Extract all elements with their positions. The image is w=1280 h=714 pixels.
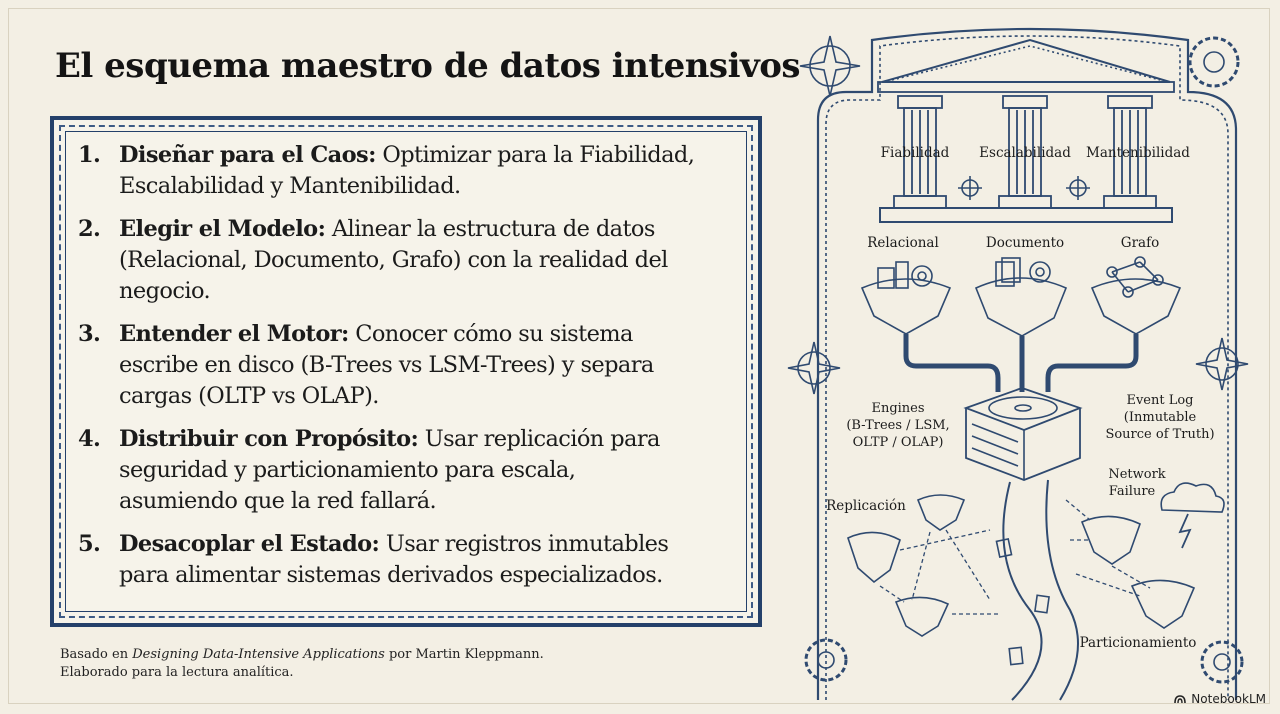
step-line: escribe en disco (B-Trees vs LSM-Trees) …: [119, 352, 654, 378]
step-item: 1. Diseñar para el Caos: Optimizar para …: [78, 140, 734, 202]
step-text: Desacoplar el Estado: Usar registros inm…: [119, 529, 669, 591]
step-term: Diseñar para el Caos:: [119, 142, 376, 168]
pillar-label: Mantenibilidad: [1086, 145, 1190, 161]
engines-label: OLTP / OLAP): [853, 435, 944, 450]
step-line: Usar replicación para: [424, 426, 661, 452]
step-item: 5. Desacoplar el Estado: Usar registros …: [78, 529, 734, 591]
step-item: 2. Elegir el Modelo: Alinear la estructu…: [78, 214, 734, 307]
credit-note: Elaborado para la lectura analítica.: [60, 665, 294, 680]
page-title: El esquema maestro de datos intensivos: [55, 46, 801, 86]
source-credit: Basado en Designing Data-Intensive Appli…: [60, 646, 544, 682]
engines-label: (B-Trees / LSM,: [846, 418, 949, 433]
step-term: Entender el Motor:: [119, 321, 349, 347]
book-title: Designing Data-Intensive Applications: [132, 647, 385, 662]
model-label: Grafo: [1121, 235, 1159, 251]
replication-label: Replicación: [826, 498, 906, 514]
step-line: Escalabilidad y Mantenibilidad.: [119, 173, 461, 199]
event-log-label: Event Log: [1126, 393, 1193, 408]
pillar-label: Escalabilidad: [979, 145, 1071, 161]
network-failure-label: Network: [1108, 467, 1165, 482]
step-line: Alinear la estructura de datos: [331, 216, 656, 242]
step-line: negocio.: [119, 278, 211, 304]
model-label: Relacional: [867, 235, 939, 251]
notebooklm-logo-icon: [1174, 695, 1187, 704]
step-text: Elegir el Modelo: Alinear la estructura …: [119, 214, 668, 307]
step-term: Desacoplar el Estado:: [119, 531, 380, 557]
step-number: 1.: [78, 142, 101, 168]
steps-panel: 1. Diseñar para el Caos: Optimizar para …: [50, 116, 762, 627]
step-number: 5.: [78, 531, 101, 557]
notebooklm-brand: NotebookLM: [1174, 692, 1266, 706]
step-text: Distribuir con Propósito: Usar replicaci…: [119, 424, 660, 517]
partitioning-label: Particionamiento: [1080, 635, 1197, 651]
pillar-label: Fiabilidad: [881, 145, 950, 161]
brand-name: NotebookLM: [1191, 692, 1266, 706]
step-line: Optimizar para la Fiabilidad,: [382, 142, 695, 168]
event-log-label: Source of Truth): [1105, 427, 1214, 442]
step-line: Conocer cómo su sistema: [355, 321, 633, 347]
model-label: Documento: [986, 235, 1064, 251]
page-frame: [8, 8, 1270, 704]
step-item: 3. Entender el Motor: Conocer cómo su si…: [78, 319, 734, 412]
step-term: Elegir el Modelo:: [119, 216, 326, 242]
network-failure-label: Failure: [1109, 484, 1156, 499]
step-text: Entender el Motor: Conocer cómo su siste…: [119, 319, 654, 412]
step-line: asumiendo que la red fallará.: [119, 488, 437, 514]
step-number: 2.: [78, 216, 101, 242]
step-term: Distribuir con Propósito:: [119, 426, 419, 452]
credit-suffix: por Martin Kleppmann.: [388, 647, 544, 662]
step-line: (Relacional, Documento, Grafo) con la re…: [119, 247, 668, 273]
step-line: para alimentar sistemas derivados especi…: [119, 562, 663, 588]
step-line: seguridad y particionamiento para escala…: [119, 457, 576, 483]
step-number: 3.: [78, 321, 101, 347]
step-line: Usar registros inmutables: [385, 531, 669, 557]
architecture-illustration: Fiabilidad Escalabilidad Mantenibilidad …: [787, 27, 1249, 701]
steps-list: 1. Diseñar para el Caos: Optimizar para …: [78, 140, 734, 603]
event-log-label: (Inmutable: [1124, 410, 1197, 425]
step-text: Diseñar para el Caos: Optimizar para la …: [119, 140, 695, 202]
step-number: 4.: [78, 426, 101, 452]
step-line: cargas (OLTP vs OLAP).: [119, 383, 379, 409]
credit-prefix: Basado en: [60, 647, 129, 662]
step-item: 4. Distribuir con Propósito: Usar replic…: [78, 424, 734, 517]
engines-label: Engines: [871, 401, 924, 416]
